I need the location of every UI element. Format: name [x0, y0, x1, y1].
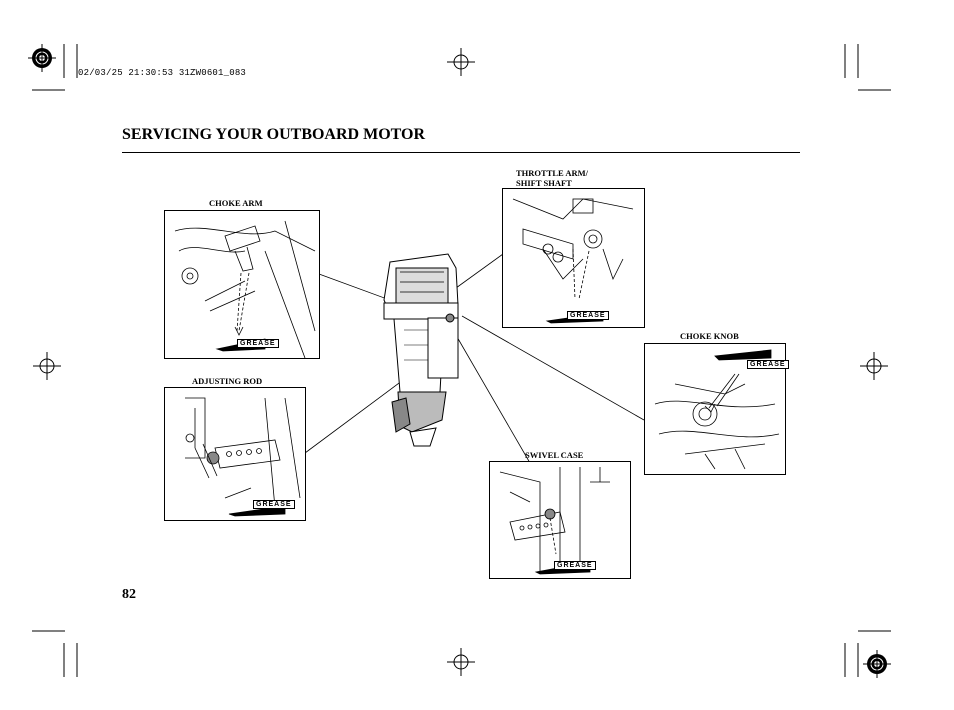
- label-swivel-case: SWIVEL CASE: [525, 450, 584, 460]
- registration-target-bottom-right: [863, 650, 891, 678]
- page-number: 82: [122, 587, 136, 602]
- label-choke-knob: CHOKE KNOB: [680, 331, 739, 341]
- crop-marks-top-right: [844, 44, 891, 91]
- label-throttle-arm-line2: SHIFT SHAFT: [516, 178, 572, 188]
- print-stamp: 02/03/25 21:30:53 31ZW0601_083: [78, 68, 247, 78]
- page-title: SERVICING YOUR OUTBOARD MOTOR: [122, 126, 426, 143]
- choke-arm-illustration: [174, 220, 316, 359]
- panel-swivel-case: GREASE: [489, 461, 631, 579]
- panel-adjusting-rod: GREASE: [164, 387, 306, 521]
- panel-choke-knob: GREASE: [644, 343, 789, 475]
- label-adjusting-rod: ADJUSTING ROD: [192, 376, 263, 386]
- title-rule: [122, 152, 800, 153]
- crosshair-targets: [33, 48, 888, 676]
- grease-tag-choke-arm: GREASE: [237, 339, 279, 348]
- grease-tag-choke-knob: GREASE: [747, 360, 789, 369]
- panel-throttle-arm: GREASE: [502, 188, 645, 328]
- grease-tag-adjusting-rod: GREASE: [253, 500, 295, 509]
- grease-tag-swivel-case: GREASE: [554, 561, 596, 570]
- crop-marks-top-left: [32, 44, 78, 91]
- choke-knob-illustration: [654, 349, 780, 470]
- panel-choke-arm: GREASE: [164, 210, 320, 359]
- grease-tag-throttle-arm: GREASE: [567, 311, 609, 320]
- label-choke-arm: CHOKE ARM: [209, 198, 263, 208]
- registration-target-top-left: [28, 44, 56, 72]
- outboard-motor-drawing: [383, 253, 459, 447]
- crop-marks-bottom-left: [32, 630, 78, 677]
- crop-marks-bottom-right: [844, 630, 891, 677]
- throttle-arm-illustration: [512, 198, 634, 324]
- label-throttle-arm-line1: THROTTLE ARM/: [516, 168, 589, 178]
